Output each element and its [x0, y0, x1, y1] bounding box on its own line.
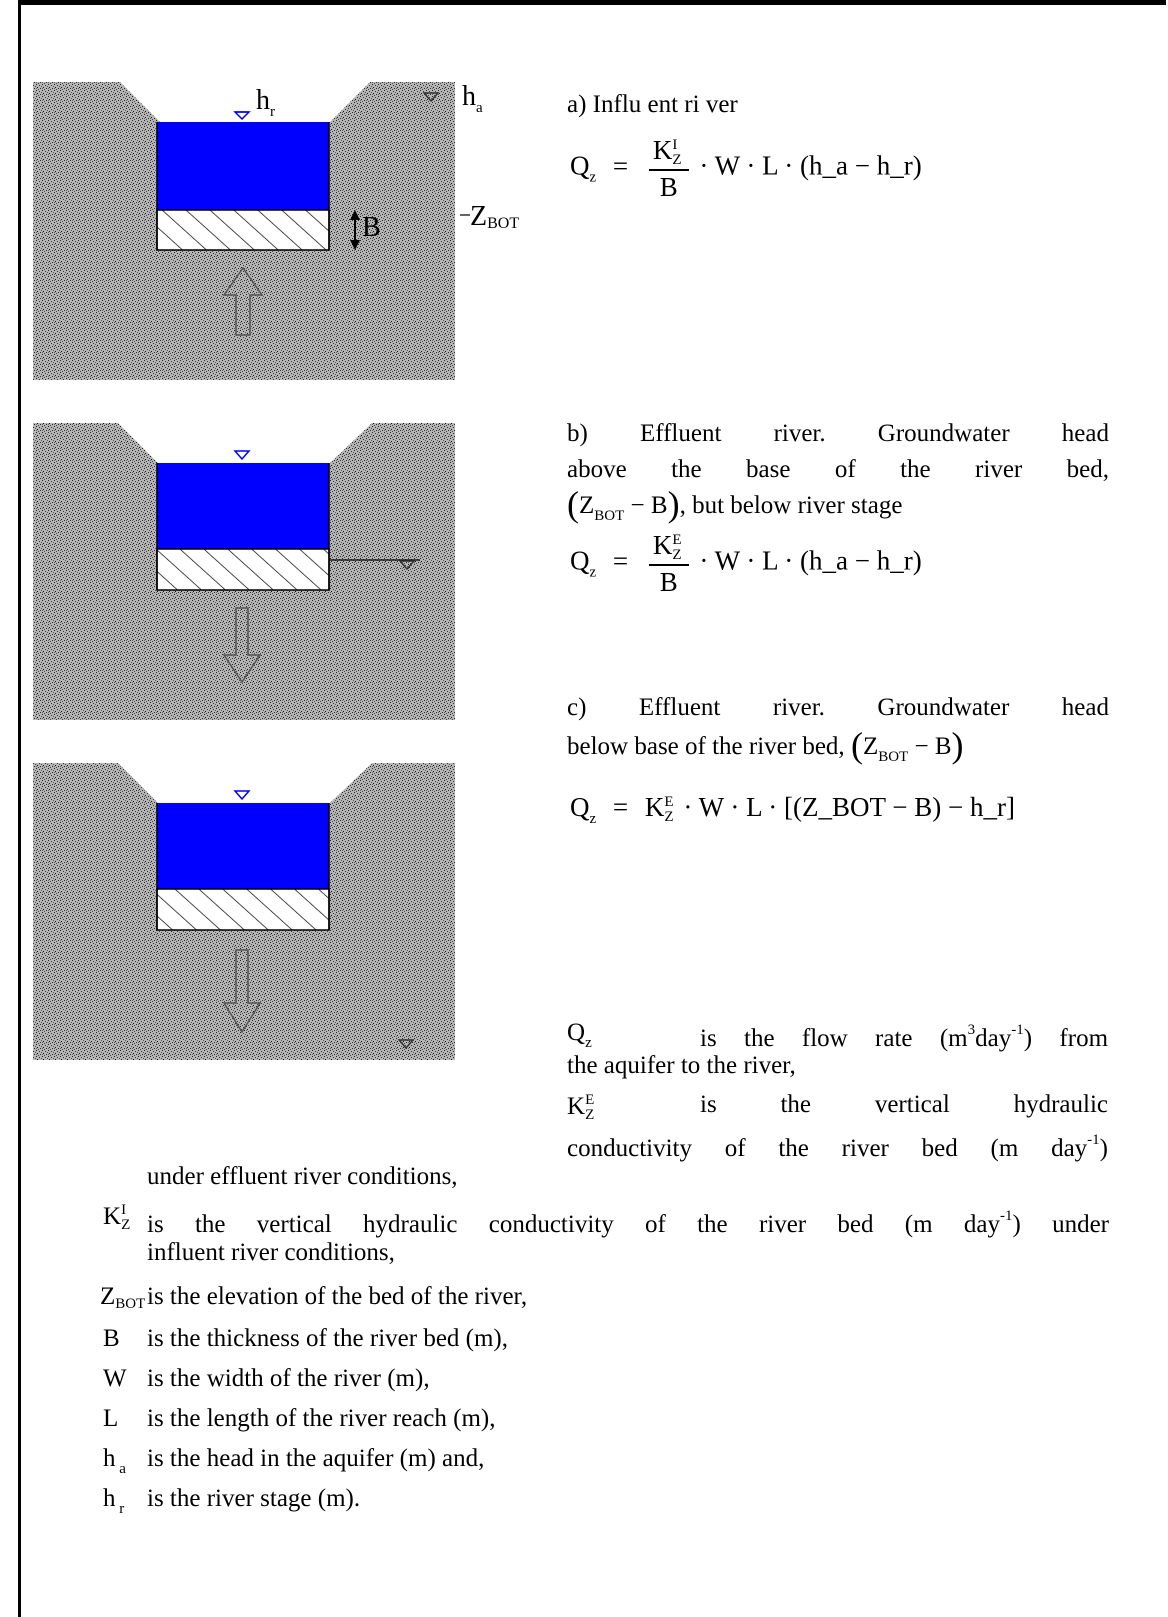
- thickness-label: B: [362, 212, 381, 243]
- def-qz-symbol: Qz: [567, 1019, 592, 1051]
- def-kez-line2: conductivity of the river bed (m day-1): [567, 1132, 1108, 1162]
- def-hr-symbol: h r: [103, 1485, 125, 1517]
- flow-down-arrow: [222, 607, 262, 684]
- flow-down-arrow: [222, 949, 262, 1034]
- case-b-line1: b) Effluent river. Groundwater head: [567, 420, 1109, 447]
- def-b-symbol: B: [103, 1325, 120, 1352]
- water-level-icon: [233, 450, 251, 461]
- flow-up-arrow: [222, 266, 264, 336]
- def-qz-line1: is the flow rate (m3day-1) from: [700, 1022, 1109, 1052]
- water-level-icon: [233, 790, 251, 801]
- def-l-text: is the length of the river reach (m),: [147, 1405, 496, 1432]
- river-water: [157, 122, 329, 210]
- case-b-line3: (ZBOT − B), but below river stage: [567, 484, 903, 524]
- diagram-effluent-b: [33, 423, 455, 720]
- def-qz-line2: the aquifer to the river,: [567, 1052, 796, 1079]
- def-kez-line1: is the vertical hydraulic: [700, 1091, 1108, 1118]
- river-water: [157, 803, 329, 889]
- diagram-influent: [33, 82, 470, 380]
- def-w-text: is the width of the river (m),: [147, 1365, 430, 1392]
- def-zbot-symbol: ZBOT: [100, 1283, 146, 1312]
- zbot-label: ZBOT: [470, 201, 520, 233]
- page-frame: [18, 0, 1166, 1617]
- case-c-line1: c) Effluent river. Groundwater head: [567, 694, 1109, 721]
- hr-label: hr: [256, 85, 275, 121]
- river-water: [157, 463, 329, 549]
- river-bed: [156, 548, 330, 591]
- def-hr-text: is the river stage (m).: [147, 1485, 361, 1512]
- case-a-heading: a) Influ ent ri ver: [567, 91, 738, 118]
- aquifer-level-icon: [398, 560, 416, 571]
- def-ha-symbol: h a: [103, 1445, 126, 1477]
- case-c-line2: below base of the river bed, (ZBOT − B): [567, 725, 964, 765]
- def-kiz-line1: is the vertical hydraulic conductivity o…: [147, 1208, 1110, 1238]
- river-diagrams: [33, 82, 470, 1060]
- aquifer-level-icon: [422, 92, 440, 103]
- river-bed: [156, 209, 330, 251]
- river-bed: [156, 888, 330, 931]
- diagram-effluent-c: [33, 763, 455, 1060]
- def-ha-text: is the head in the aquifer (m) and,: [147, 1445, 485, 1472]
- def-kez-line3: under effluent river conditions,: [147, 1163, 458, 1190]
- case-b-line2: above the base of the river bed,: [567, 456, 1109, 483]
- def-kiz-line2: influent river conditions,: [147, 1239, 395, 1266]
- def-l-symbol: L: [103, 1405, 119, 1432]
- water-level-icon: [233, 111, 251, 121]
- def-b-text: is the thickness of the river bed (m),: [147, 1325, 509, 1352]
- aquifer-level-icon: [397, 1039, 415, 1050]
- def-w-symbol: W: [103, 1365, 127, 1392]
- def-zbot-text: is the elevation of the bed of the river…: [147, 1283, 528, 1310]
- ha-label: ha: [462, 81, 483, 117]
